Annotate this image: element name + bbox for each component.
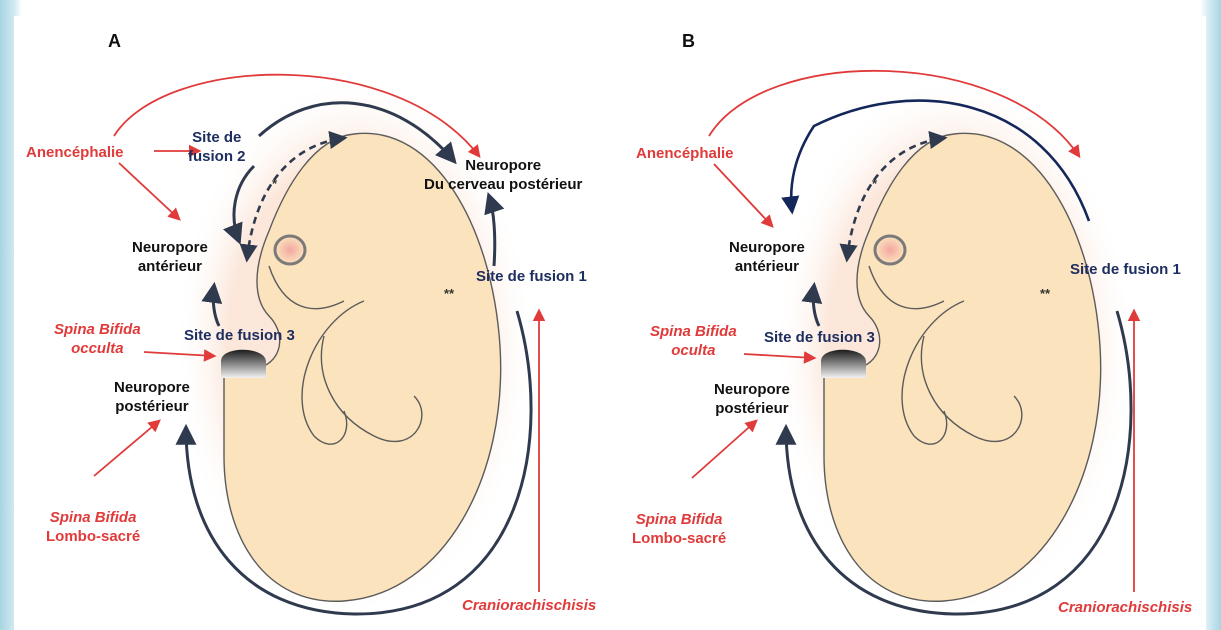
panel-a-occulta-line2: occulta bbox=[54, 339, 141, 358]
panel-a-site-fusion-2-line1: Site de bbox=[188, 128, 246, 147]
panel-a-spina-bifida-lumbosacral: Spina Bifida Lombo-sacré bbox=[46, 508, 140, 546]
panel-b-occulta-line2: oculta bbox=[650, 341, 737, 360]
panel-b-anencephaly-to-anterior bbox=[714, 164, 772, 226]
panel-b-spina-bifida-occulta: Spina Bifida oculta bbox=[650, 322, 737, 360]
panel-b-neuropore-anterior-line1: Neuropore bbox=[729, 238, 805, 257]
panel-a-lumbosacral-line2: Lombo-sacré bbox=[46, 527, 140, 546]
panel-a-anencephaly-to-anterior bbox=[119, 163, 179, 219]
panel-b-neuropore-posterior: Neuropore postérieur bbox=[714, 380, 790, 418]
panel-a-letter: A bbox=[108, 32, 121, 51]
panel-a-neuropore-anterior-line1: Neuropore bbox=[132, 238, 208, 257]
panel-b-occulta-line1: Spina Bifida bbox=[650, 322, 737, 341]
panel-b-lumbosacral-arrow bbox=[692, 421, 756, 478]
figure-graphics bbox=[14, 16, 1206, 630]
panel-a-neuropore-posterior-line1: Neuropore bbox=[114, 378, 190, 397]
panel-b-neural-cap bbox=[821, 350, 866, 378]
panel-a-neuropore-hindbrain-line1: Neuropore bbox=[424, 156, 582, 175]
panel-a-site-fusion-2: Site de fusion 2 bbox=[188, 128, 246, 166]
figure-canvas: A Site de fusion 2 Neuropore Du cerveau … bbox=[14, 16, 1206, 630]
panel-b-anencephaly: Anencéphalie bbox=[636, 144, 734, 163]
panel-a-occulta-line1: Spina Bifida bbox=[54, 320, 141, 339]
panel-b-star-double: ** bbox=[1040, 284, 1050, 303]
panel-a-anencephaly: Anencéphalie bbox=[26, 143, 124, 162]
panel-b-neuropore-posterior-line2: postérieur bbox=[714, 399, 790, 418]
panel-a-neuropore-posterior: Neuropore postérieur bbox=[114, 378, 190, 416]
panel-a-lumbosacral-arrow bbox=[94, 421, 159, 476]
panel-b-neuropore-anterior: Neuropore antérieur bbox=[729, 238, 805, 276]
panel-a-spina-bifida-occulta: Spina Bifida occulta bbox=[54, 320, 141, 358]
panel-a-neuropore-hindbrain-line2: Du cerveau postérieur bbox=[424, 175, 582, 194]
panel-a-star-small: * bbox=[272, 174, 277, 193]
panel-b-neuropore-anterior-line2: antérieur bbox=[729, 257, 805, 276]
panel-b-spina-bifida-lumbosacral: Spina Bifida Lombo-sacré bbox=[632, 510, 726, 548]
panel-b-neuropore-posterior-line1: Neuropore bbox=[714, 380, 790, 399]
panel-a-lumbosacral-line1: Spina Bifida bbox=[46, 508, 140, 527]
panel-b-lumbosacral-line1: Spina Bifida bbox=[632, 510, 726, 529]
panel-a-neuropore-hindbrain: Neuropore Du cerveau postérieur bbox=[424, 156, 582, 194]
panel-a-neuropore-anterior-line2: antérieur bbox=[132, 257, 208, 276]
panel-a-neuropore-anterior: Neuropore antérieur bbox=[132, 238, 208, 276]
panel-a-eye-icon bbox=[275, 236, 305, 264]
panel-b-lumbosacral-line2: Lombo-sacré bbox=[632, 529, 726, 548]
panel-b-eye-icon bbox=[875, 236, 905, 264]
panel-a-site-fusion-3: Site de fusion 3 bbox=[184, 326, 295, 345]
panel-a-star-double: ** bbox=[444, 284, 454, 303]
panel-b-site-fusion-3: Site de fusion 3 bbox=[764, 328, 875, 347]
panel-b-craniorachischisis: Craniorachischisis bbox=[1058, 598, 1192, 617]
panel-a-neural-cap bbox=[221, 350, 266, 378]
panel-b-star-small: * bbox=[872, 174, 877, 193]
panel-a-neuropore-posterior-line2: postérieur bbox=[114, 397, 190, 416]
panel-a-site-fusion-2-line2: fusion 2 bbox=[188, 147, 246, 166]
panel-a-craniorachischisis: Craniorachischisis bbox=[462, 596, 596, 615]
panel-a-site-fusion-1: Site de fusion 1 bbox=[476, 267, 587, 286]
panel-b-site-fusion-1: Site de fusion 1 bbox=[1070, 260, 1181, 279]
panel-b-letter: B bbox=[682, 32, 695, 51]
